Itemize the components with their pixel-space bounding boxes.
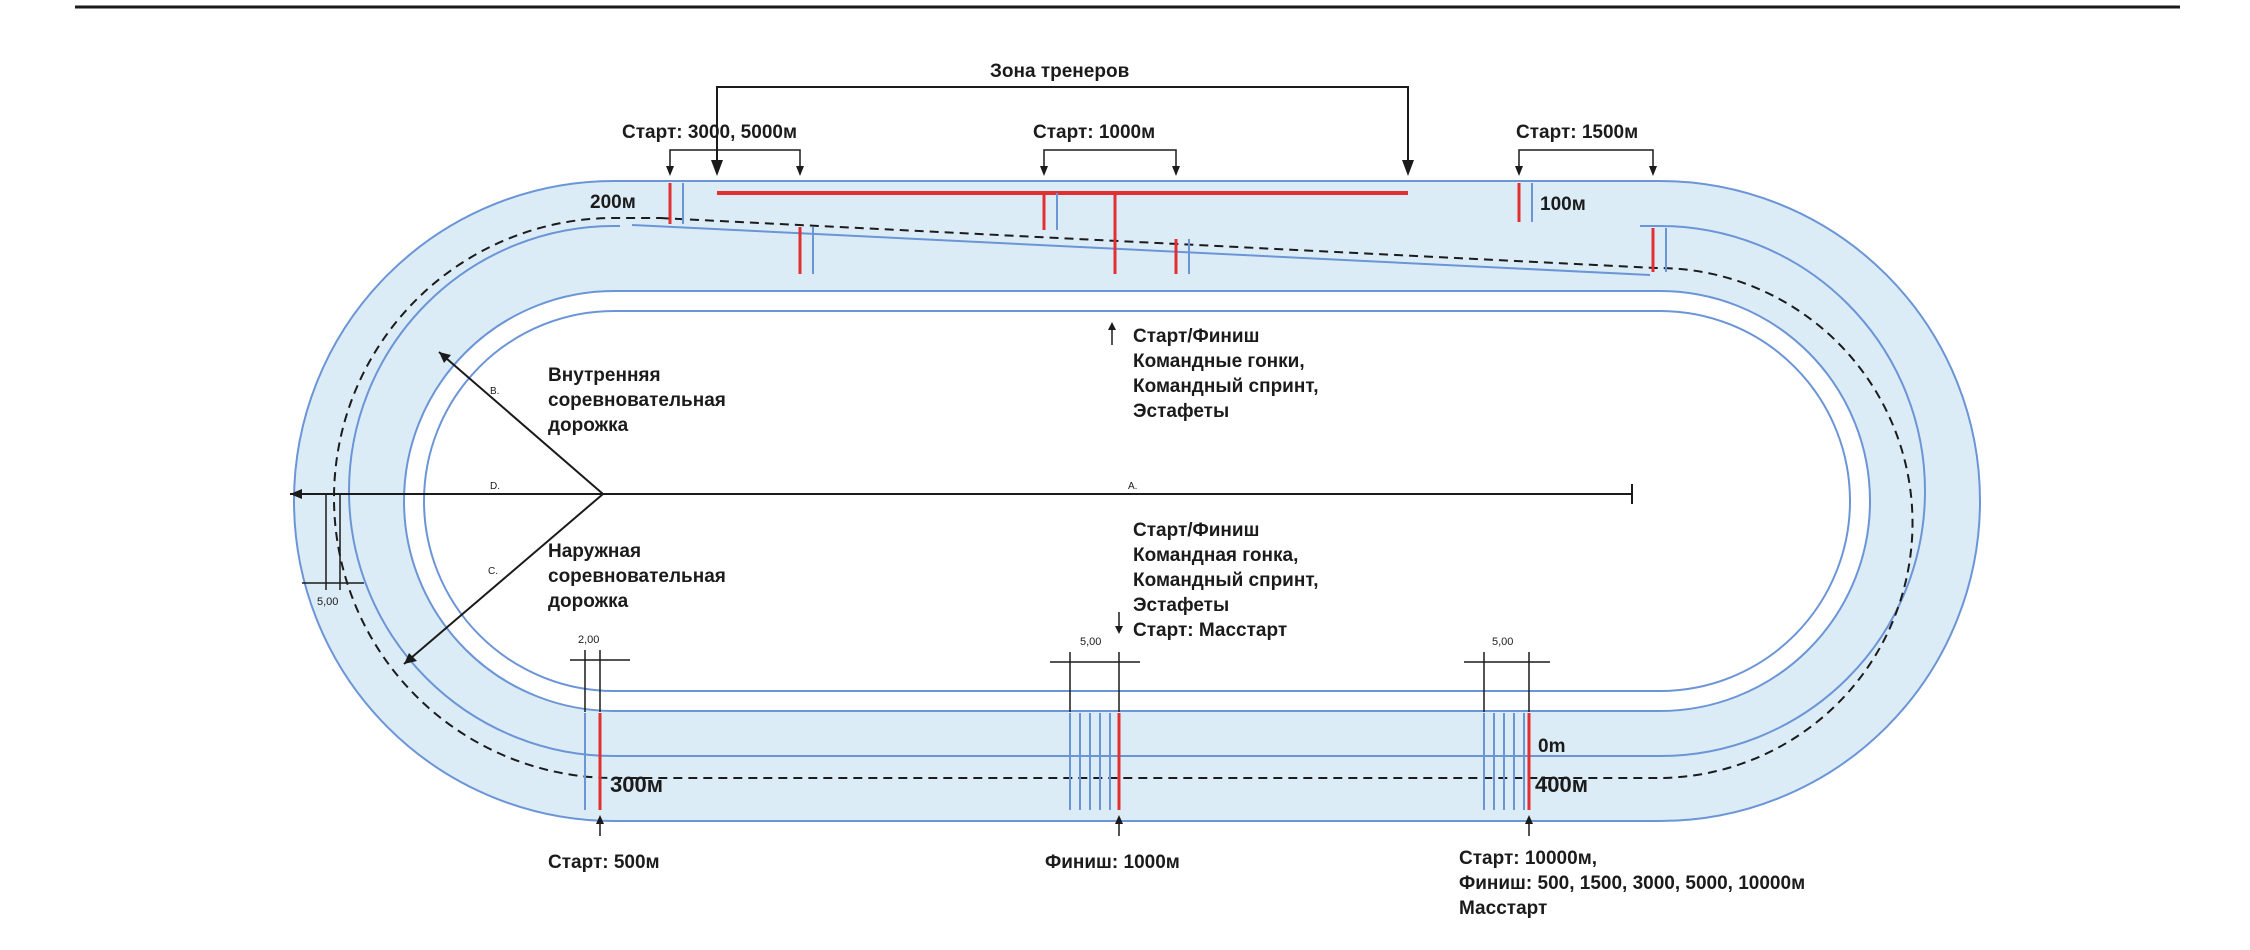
start-1000-label: Старт: 1000м bbox=[1033, 122, 1155, 143]
start-3000-arrow-a bbox=[666, 166, 674, 176]
blue-lines-0m bbox=[1483, 713, 1525, 810]
sf-bottom-line-4: Эстафеты bbox=[1133, 595, 1229, 616]
dim-left-label: 5,00 bbox=[317, 596, 338, 608]
outer-lane-line-3: дорожка bbox=[548, 591, 629, 612]
coach-zone-arrow-left bbox=[711, 160, 723, 176]
dim-a-label: A. bbox=[1128, 481, 1137, 492]
start-1500-bracket bbox=[1518, 149, 1654, 168]
sf-bottom-line-3: Командный спринт, bbox=[1133, 570, 1318, 591]
dim-c-arrow bbox=[404, 653, 417, 664]
mark-0m: 0m bbox=[1538, 736, 1565, 757]
warmup-lane-line bbox=[423, 310, 1851, 692]
mark-200m: 200м bbox=[590, 192, 636, 213]
mark-100m: 100м bbox=[1540, 194, 1586, 215]
start-1000-arrow-b bbox=[1172, 166, 1180, 176]
track-infield bbox=[403, 290, 1871, 712]
dim-500a-label: 5,00 bbox=[1080, 636, 1101, 648]
sf-bottom-arrow-head bbox=[1115, 626, 1123, 634]
start-1500-arrow-b bbox=[1649, 166, 1657, 176]
start-3000-5000-label: Старт: 3000, 5000м bbox=[622, 122, 797, 143]
coach-zone-label: Зона тренеров bbox=[990, 61, 1129, 82]
outer-lane-line-2: соревновательная bbox=[548, 566, 726, 587]
start-500-label: Старт: 500м bbox=[548, 852, 660, 873]
sf-bottom-line-5: Старт: Масстарт bbox=[1133, 620, 1287, 641]
start-1000-bracket bbox=[1043, 149, 1177, 168]
inner-lane-line-2: соревновательная bbox=[548, 390, 726, 411]
dim-c-label: C. bbox=[488, 566, 498, 577]
crossing-lane-line bbox=[631, 224, 1651, 276]
start-1500-label: Старт: 1500м bbox=[1516, 122, 1638, 143]
dim-b-line bbox=[438, 351, 604, 495]
sf-top-line-1: Старт/Финиш bbox=[1133, 326, 1259, 347]
dim-d-arrow bbox=[290, 489, 302, 499]
dim-500b-label: 5,00 bbox=[1492, 636, 1513, 648]
sf-top-line-3: Командный спринт, bbox=[1133, 376, 1318, 397]
sf-bottom-line-1: Старт/Финиш bbox=[1133, 520, 1259, 541]
inner-lane-line-1: Внутренняя bbox=[548, 365, 661, 386]
sf-top-arrow-head bbox=[1108, 322, 1116, 330]
start-1000-arrow-a bbox=[1040, 166, 1048, 176]
finish-1000-label: Финиш: 1000м bbox=[1045, 852, 1180, 873]
blue-lines-1000m bbox=[1069, 713, 1111, 810]
dim-b-label: B. bbox=[490, 386, 499, 397]
start-10000-line-2: Финиш: 500, 1500, 3000, 5000, 10000м bbox=[1459, 873, 1805, 894]
coach-zone-bracket bbox=[716, 86, 1409, 160]
dim-200-label: 2,00 bbox=[578, 634, 599, 646]
dim-d-label: D. bbox=[490, 481, 500, 492]
start-3000-arrow-b bbox=[796, 166, 804, 176]
lane-divider bbox=[348, 225, 1926, 757]
dim-c-line bbox=[403, 493, 604, 665]
dim-b-arrow bbox=[439, 352, 451, 363]
start-10000-arrow-head bbox=[1525, 815, 1533, 824]
sf-top-line-4: Эстафеты bbox=[1133, 401, 1229, 422]
start-10000-line-3: Масстарт bbox=[1459, 898, 1547, 919]
start-3000-bracket bbox=[669, 149, 801, 168]
measure-line-dashed bbox=[333, 217, 1914, 779]
sf-bottom-line-2: Командная гонка, bbox=[1133, 545, 1298, 566]
coach-zone-arrow-right bbox=[1402, 160, 1414, 176]
start-1500-arrow-a bbox=[1515, 166, 1523, 176]
start-500-arrow-head bbox=[596, 815, 604, 824]
mark-300m: 300м bbox=[610, 772, 663, 797]
outer-lane-line-1: Наружная bbox=[548, 541, 641, 562]
inner-lane-line-3: дорожка bbox=[548, 415, 629, 436]
finish-1000-arrow-head bbox=[1115, 815, 1123, 824]
sf-top-line-2: Командные гонки, bbox=[1133, 351, 1305, 372]
mark-400m: 400м bbox=[1535, 772, 1588, 797]
start-10000-line-1: Старт: 10000м, bbox=[1459, 848, 1597, 869]
